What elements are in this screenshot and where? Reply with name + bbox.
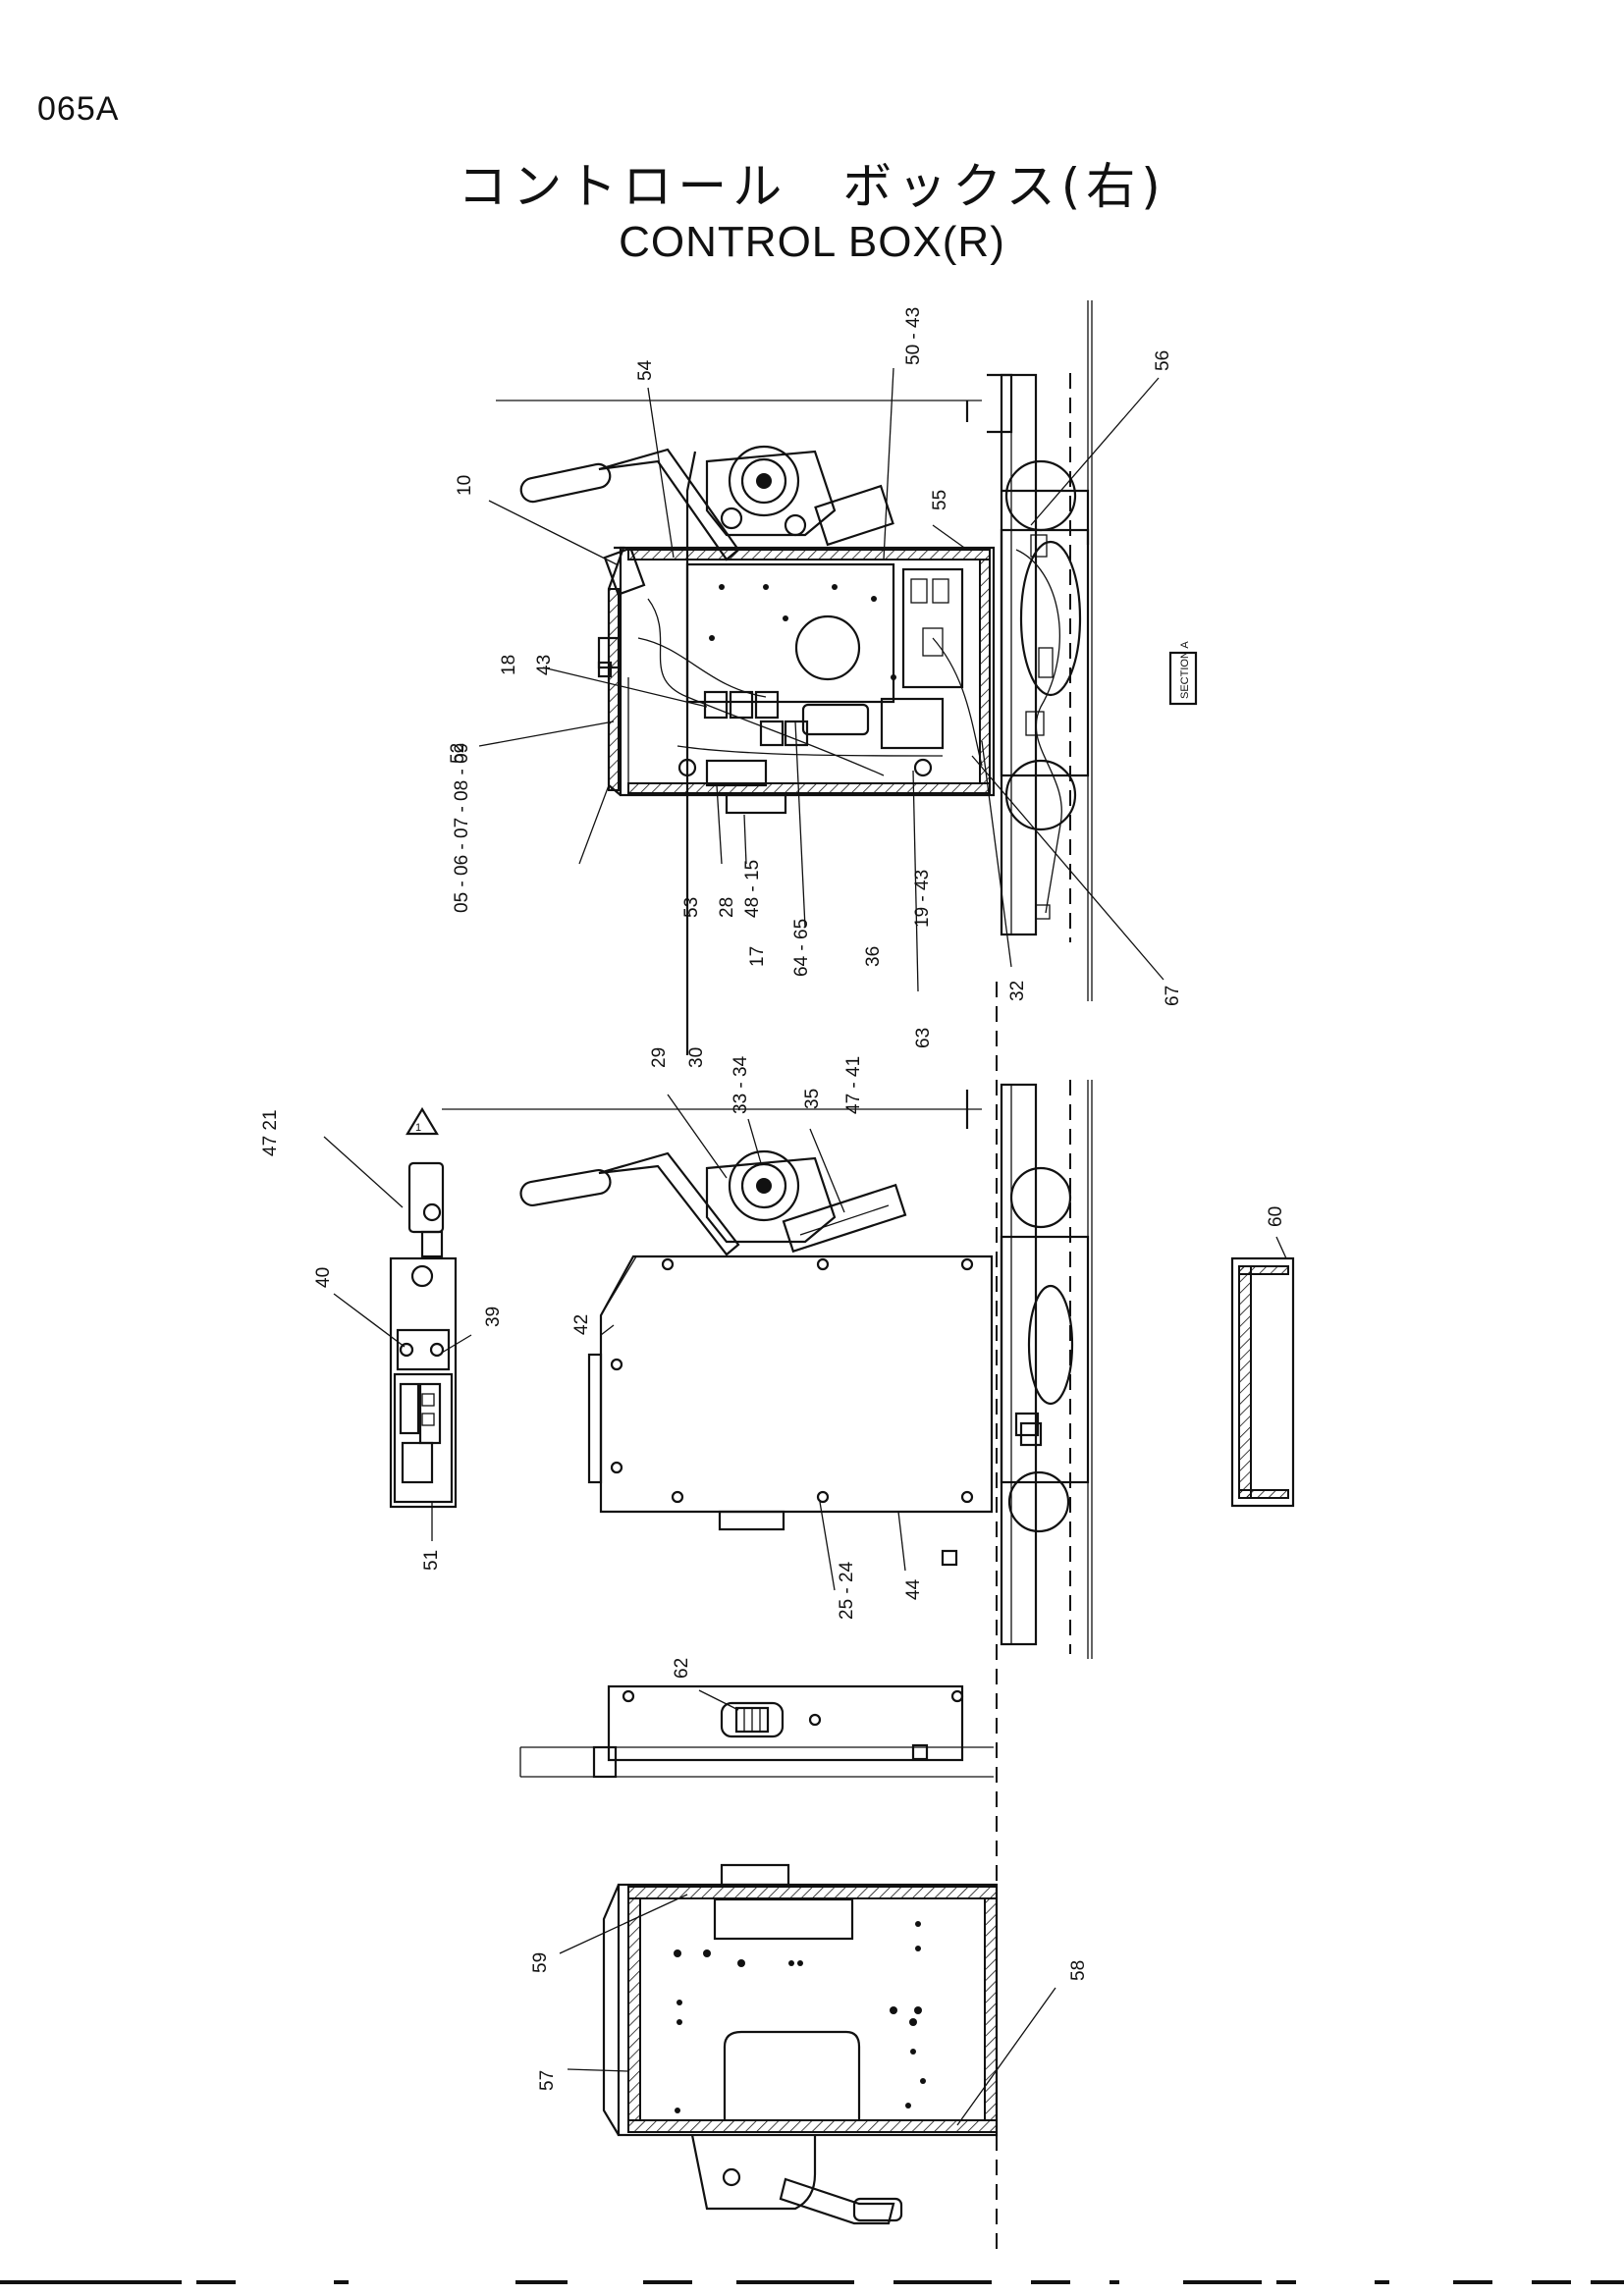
leaders-middle xyxy=(323,1094,1287,1591)
callout-67: 67 xyxy=(1163,986,1183,1006)
callout-18: 18 xyxy=(499,655,519,675)
callout-19-43: 19 - 43 xyxy=(912,870,933,928)
callout-63: 63 xyxy=(913,1028,934,1048)
callouts-bottom: 59 57 58 xyxy=(530,1952,1089,2091)
callout-42: 42 xyxy=(571,1314,592,1335)
callout-35: 35 xyxy=(802,1089,823,1109)
title-english: CONTROL BOX(R) xyxy=(619,218,1005,266)
svg-text:SECTION A: SECTION A xyxy=(1179,641,1191,699)
callout-29: 29 xyxy=(649,1047,670,1068)
leaders-upper xyxy=(478,367,1164,992)
callout-55: 55 xyxy=(930,490,950,510)
callout-32: 32 xyxy=(1007,981,1028,1001)
callout-44: 44 xyxy=(903,1578,924,1600)
view-bottom-box xyxy=(602,1863,999,2225)
callout-54: 54 xyxy=(635,359,656,381)
callouts-upper: 54 50 - 43 10 55 56 18 43 52 05 - 06 - 0… xyxy=(448,307,1183,1048)
callout-36: 36 xyxy=(863,946,884,967)
callout-05-09: 05 - 06 - 07 - 08 - 09 xyxy=(452,743,472,913)
callout-33-34: 33 - 34 xyxy=(731,1055,751,1114)
callout-62: 62 xyxy=(672,1658,692,1679)
callouts-middle: 47 21 29 30 33 - 34 35 47 - 41 60 40 39 … xyxy=(260,1047,1286,1620)
view-upper-section: SECTION A xyxy=(496,300,1198,1055)
callout-43: 43 xyxy=(534,655,555,675)
svg-text:1: 1 xyxy=(415,1122,421,1134)
callout-57: 57 xyxy=(537,2070,558,2091)
page-code: 065A xyxy=(37,90,120,128)
callout-50-43: 50 - 43 xyxy=(903,307,924,365)
callout-39: 39 xyxy=(483,1307,504,1327)
leaders-bottom xyxy=(559,1894,1056,2126)
view-middle-section: 1 xyxy=(389,1080,1295,1659)
callout-51: 51 xyxy=(421,1550,442,1571)
callout-56: 56 xyxy=(1153,350,1173,371)
callout-10: 10 xyxy=(455,475,475,496)
title-japanese: コントロール ボックス(右) xyxy=(458,158,1166,215)
callout-59: 59 xyxy=(530,1952,551,1973)
callout-17: 17 xyxy=(747,946,768,967)
view-side-strip xyxy=(519,1684,994,1779)
callout-25-24: 25 - 24 xyxy=(837,1561,857,1620)
callout-47-21: 47 21 xyxy=(260,1109,281,1156)
callout-53: 53 xyxy=(681,897,702,918)
callout-47-41: 47 - 41 xyxy=(843,1056,864,1114)
callout-30: 30 xyxy=(686,1047,707,1068)
callout-48-15: 48 - 15 xyxy=(742,860,763,918)
control-lever xyxy=(519,445,894,561)
callout-60: 60 xyxy=(1266,1206,1286,1227)
section-a-tag: SECTION A xyxy=(1168,641,1198,706)
callout-52: 52 xyxy=(448,743,468,764)
control-box-open xyxy=(597,546,996,815)
callout-28: 28 xyxy=(717,897,737,918)
callout-40: 40 xyxy=(313,1267,334,1288)
callout-64-65: 64 - 65 xyxy=(791,919,812,977)
callout-58: 58 xyxy=(1068,1960,1089,1981)
